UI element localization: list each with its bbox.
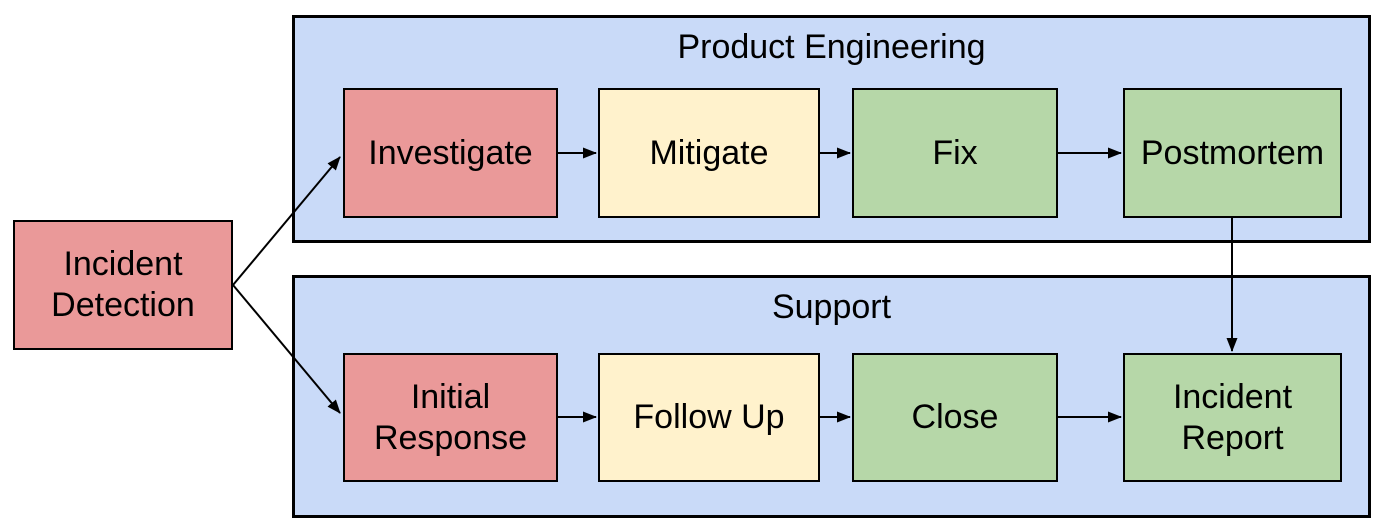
group-title-support: Support — [771, 288, 892, 326]
node-incident-detection: Incident Detection — [13, 220, 233, 350]
group-title-product-engineering: Product Engineering — [677, 28, 986, 66]
node-investigate: Investigate — [343, 88, 558, 218]
node-postmortem: Postmortem — [1123, 88, 1342, 218]
node-mitigate: Mitigate — [598, 88, 820, 218]
node-fix: Fix — [852, 88, 1058, 218]
node-close: Close — [852, 353, 1058, 482]
node-incident-report: Incident Report — [1123, 353, 1342, 482]
node-follow-up: Follow Up — [598, 353, 820, 482]
node-initial-response: Initial Response — [343, 353, 558, 482]
